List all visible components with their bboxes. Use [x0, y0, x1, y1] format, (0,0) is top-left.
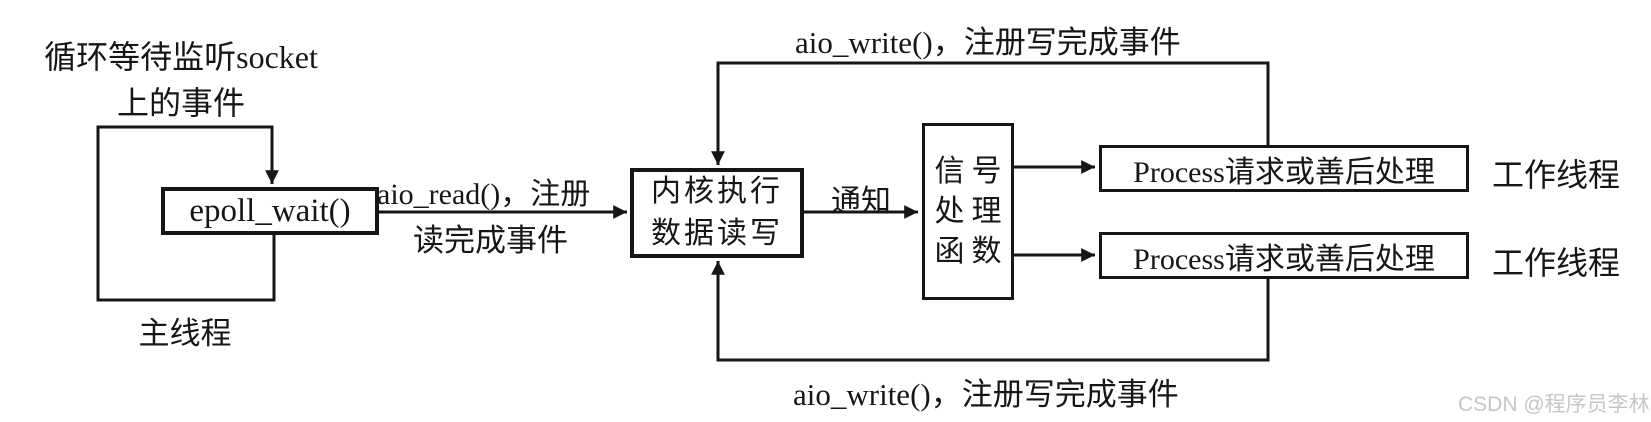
kernel-io-label-line1: 内核执行: [651, 175, 783, 208]
signal-handler-label-line1: 信号: [934, 154, 1009, 188]
kernel-io-label-line2: 数据读写: [651, 217, 783, 250]
epoll-wait-box: epoll_wait(): [161, 187, 379, 235]
worker-thread-label-1: 工作线程: [1492, 157, 1621, 193]
worker-thread-label-2: 工作线程: [1492, 245, 1621, 281]
kernel-io-box: 内核执行 数据读写: [630, 168, 804, 258]
epoll-wait-label: epoll_wait(): [189, 192, 351, 229]
listen-socket-caption-line2: 上的事件: [116, 85, 245, 121]
aio-write-bottom-label: aio_write()，注册写完成事件: [793, 377, 1179, 412]
main-thread-label: 主线程: [138, 316, 232, 351]
aio-read-label-line1: aio_read()，注册: [377, 178, 591, 211]
signal-handler-label-line3: 函数: [934, 234, 1009, 268]
process-box-2-label: Process请求或善后处理: [1133, 242, 1435, 276]
process-box-1: Process请求或善后处理: [1099, 145, 1469, 192]
process-box-1-label: Process请求或善后处理: [1133, 155, 1435, 189]
process-box-2: Process请求或善后处理: [1099, 232, 1469, 279]
csdn-watermark: CSDN @程序员李林: [1458, 393, 1650, 416]
aio-write-top-label: aio_write()，注册写完成事件: [795, 25, 1181, 60]
notify-label: 通知: [831, 185, 891, 218]
bottom-aio-write-loop-arrow: [711, 261, 1270, 362]
signal-handler-label-line2: 处理: [934, 194, 1009, 228]
main-thread-loop-arrow: [96, 125, 279, 302]
aio-read-label-line2: 读完成事件: [413, 223, 568, 258]
listen-socket-caption-line1: 循环等待监听socket: [44, 39, 318, 75]
signal-handler-box: 信号 处理 函数: [922, 123, 1014, 300]
listen-socket-caption: 循环等待监听socket 上的事件: [30, 34, 332, 126]
top-aio-write-loop-arrow: [711, 61, 1270, 165]
